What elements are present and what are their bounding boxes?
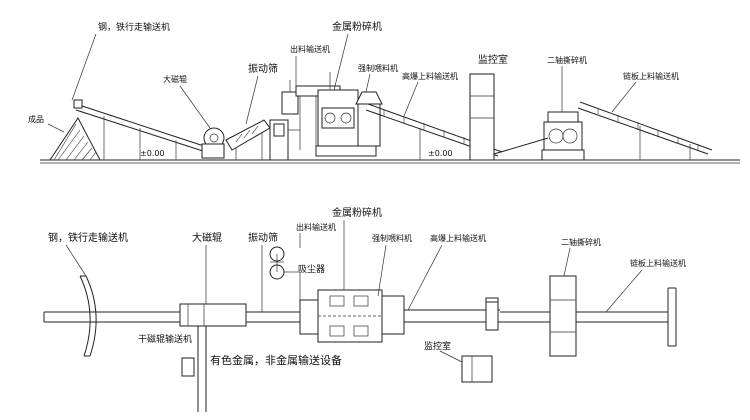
plan-label-twin-shaft-shredder: 二轴撕碎机 bbox=[561, 237, 601, 247]
label-metal-crusher: 金属粉碎机 bbox=[332, 20, 382, 33]
label-control-room-elevation: 监控室 bbox=[478, 53, 508, 66]
plan-forced-feeder bbox=[381, 295, 405, 335]
vibrating-screen-elevation bbox=[225, 119, 271, 160]
product-pile bbox=[49, 117, 101, 161]
plan-curved-discharge bbox=[85, 275, 97, 357]
label-vibrating-screen: 振动筛 bbox=[248, 62, 278, 75]
plan-label-dry-magnet-conveyor: 干磁辊输送机 bbox=[138, 333, 192, 345]
plan-label-dust-collector: 吸尘器 bbox=[298, 264, 325, 275]
plan-label-chain-plate-conveyor: 链板上料输送机 bbox=[630, 258, 686, 268]
metal-crusher-elevation bbox=[315, 72, 377, 157]
label-chain-plate-conveyor: 链板上料输送机 bbox=[623, 71, 679, 81]
plan-label-outfeed-conveyor: 出料输送机 bbox=[296, 222, 336, 232]
label-steel-conveyor: 钢，铁行走输送机 bbox=[98, 21, 170, 33]
forced-feeder-elevation bbox=[355, 91, 383, 147]
big-magnet-roll bbox=[201, 127, 225, 159]
plan-nonferrous-box bbox=[181, 357, 195, 377]
elevation-view: 成品 钢，铁行走输送机 大磁辊 振动筛 bbox=[28, 20, 740, 164]
plan-label-steel-conveyor: 钢，铁行走输送机 bbox=[48, 231, 128, 244]
plan-label-metal-crusher: 金属粉碎机 bbox=[332, 206, 382, 219]
plan-twin-shaft-shredder bbox=[549, 275, 577, 357]
plan-label-control-room: 监控室 bbox=[424, 340, 451, 352]
control-room-elevation bbox=[469, 73, 495, 161]
chain-plate-conveyor-elevation bbox=[577, 101, 713, 160]
plan-label-vibrating-screen: 振动筛 bbox=[248, 231, 278, 244]
plan-big-magnet bbox=[179, 303, 247, 327]
label-outfeed-conveyor: 出料输送机 bbox=[290, 44, 330, 54]
level-mark-right: ±0.00 bbox=[428, 149, 453, 158]
connector-line bbox=[493, 137, 549, 155]
plan-control-room bbox=[461, 355, 493, 383]
label-high-climb-conveyor: 高爆上料输送机 bbox=[402, 71, 458, 81]
label-big-magnet: 大磁辊 bbox=[163, 74, 187, 84]
plan-label-high-climb-conveyor: 高爆上料输送机 bbox=[430, 233, 486, 243]
plan-label-big-magnet: 大磁辊 bbox=[192, 231, 222, 244]
steel-conveyor-elevation bbox=[73, 99, 211, 160]
plan-dust-collector bbox=[269, 246, 301, 304]
label-forced-feeder: 强制喂料机 bbox=[358, 63, 398, 73]
label-twin-shaft-shredder: 二轴撕碎机 bbox=[547, 55, 587, 65]
label-product: 成品 bbox=[28, 114, 44, 124]
level-mark-left: ±0.00 bbox=[140, 149, 165, 158]
plan-label-nonferrous: 有色金属，非金属输送设备 bbox=[210, 353, 342, 367]
twin-shaft-shredder-elevation bbox=[541, 111, 585, 161]
plan-outfeed-block bbox=[299, 299, 319, 335]
plan-label-forced-feeder: 强制喂料机 bbox=[372, 233, 412, 243]
plan-view: 金属粉碎机 钢，铁行走输送机 大磁辊 振动筛 出料输送机 吸尘器 强制喂料机 高… bbox=[43, 206, 686, 412]
